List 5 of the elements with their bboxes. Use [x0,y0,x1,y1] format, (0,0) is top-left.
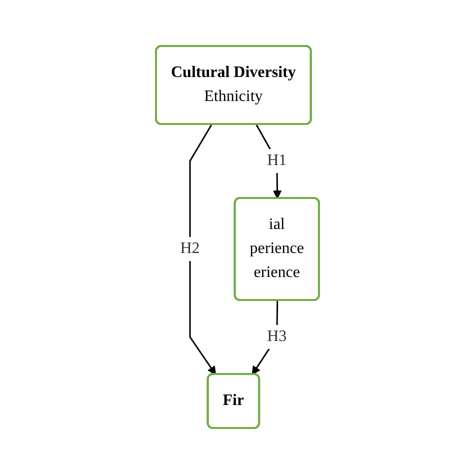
edge-label: H3 [266,328,286,345]
edge-label: H2 [180,240,200,257]
edge-label: H1 [266,152,286,169]
arrow [255,124,282,199]
arrow [188,124,216,375]
